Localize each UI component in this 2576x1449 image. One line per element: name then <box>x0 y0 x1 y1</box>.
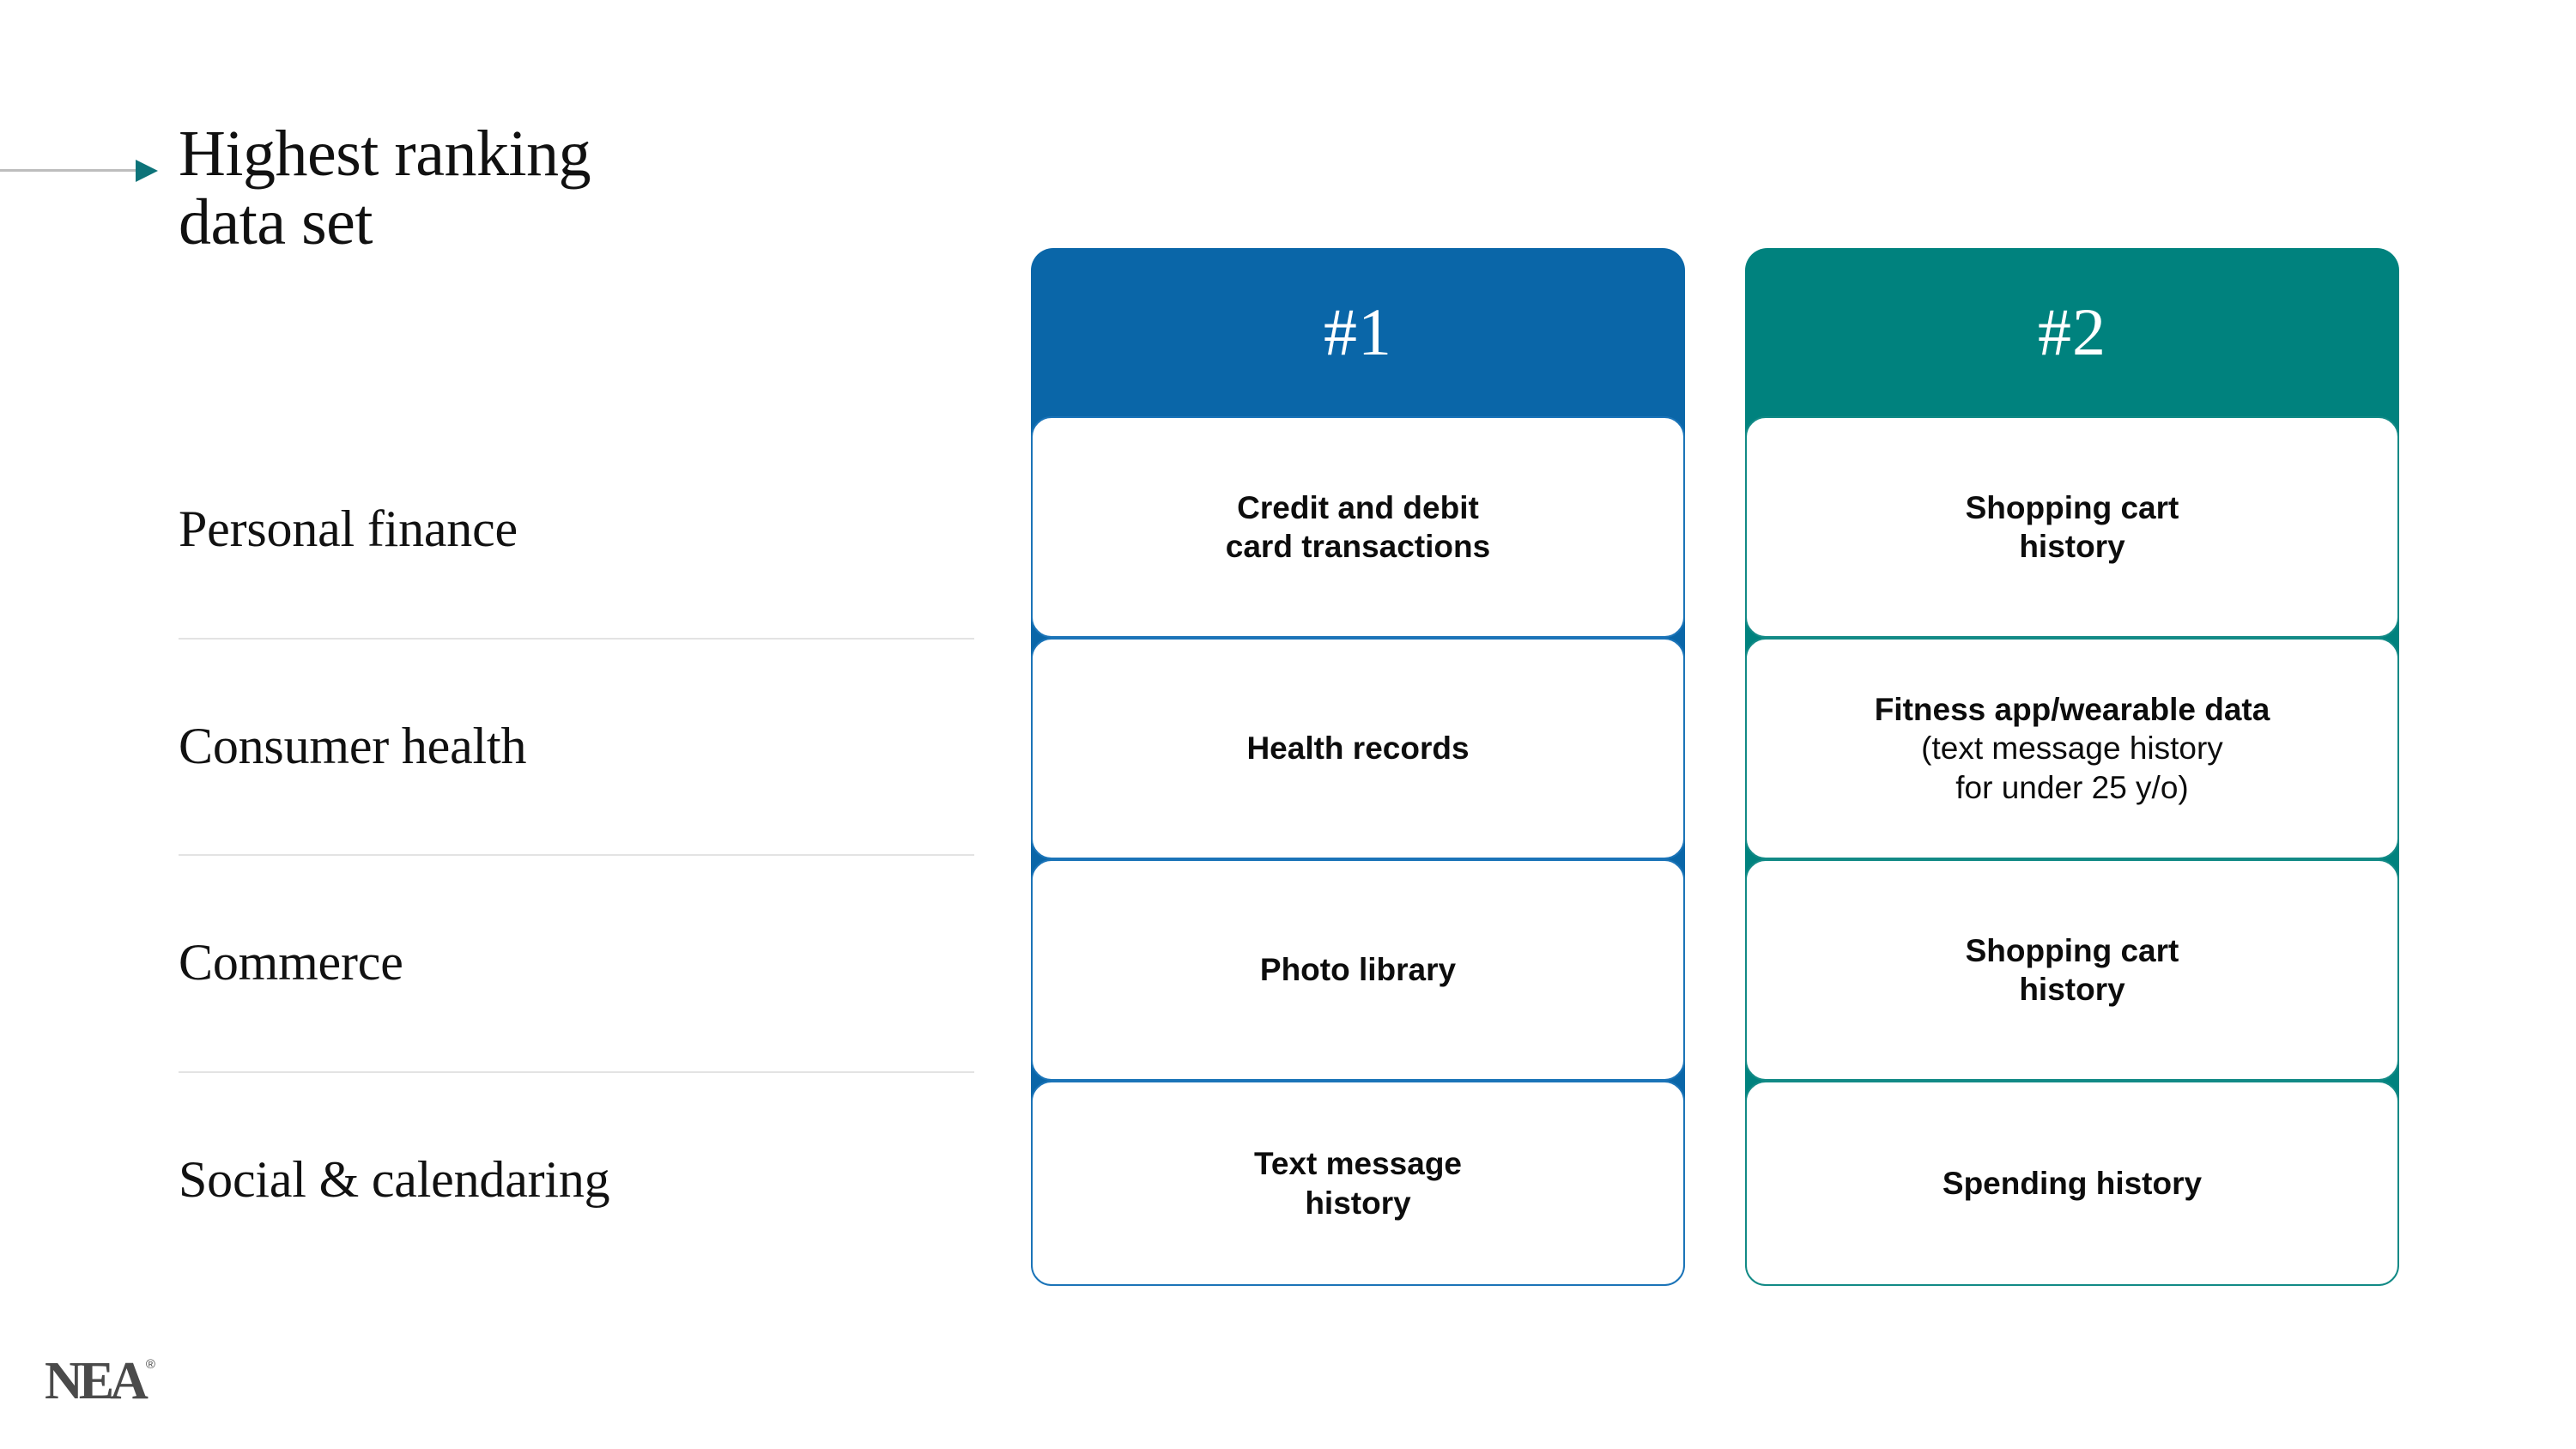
category-row-social-calendaring: Social & calendaring <box>179 1070 977 1288</box>
data-set-title: Credit and debit card transactions <box>1225 489 1491 564</box>
category-list: Personal finance Consumer health Commerc… <box>179 421 977 1288</box>
nea-logo: NEA ® <box>45 1355 155 1408</box>
category-label: Social & calendaring <box>179 1150 610 1208</box>
rank-column-1-header: #1 <box>1031 248 1685 416</box>
category-label: Personal finance <box>179 500 518 558</box>
data-set-card[interactable]: Text message history <box>1031 1081 1685 1286</box>
rank-column-2-header: #2 <box>1745 248 2399 416</box>
data-set-title: Fitness app/wearable data <box>1874 692 2270 728</box>
category-row-consumer-health: Consumer health <box>179 637 977 855</box>
rank-column-1: #1 Credit and debit card transactions He… <box>1031 248 1685 1286</box>
data-set-title: Photo library <box>1259 952 1457 988</box>
nea-logo-wordmark: NEA <box>45 1352 148 1410</box>
data-set-card[interactable]: Fitness app/wearable data (text message … <box>1745 638 2399 859</box>
page-title: Highest ranking data set <box>179 118 591 258</box>
category-row-personal-finance: Personal finance <box>179 421 977 638</box>
data-set-card[interactable]: Shopping cart history <box>1745 859 2399 1081</box>
category-label: Consumer health <box>179 717 527 774</box>
data-set-card[interactable]: Credit and debit card transactions <box>1031 416 1685 638</box>
arrow-line <box>0 169 142 172</box>
data-set-title: Text message history <box>1254 1146 1462 1221</box>
rank-column-1-cards: Credit and debit card transactions Healt… <box>1031 416 1685 1286</box>
data-set-title: Health records <box>1246 731 1470 767</box>
data-set-title: Shopping cart history <box>1965 489 2179 564</box>
title-pointer-arrow <box>0 160 163 182</box>
rank-column-2-cards: Shopping cart history Fitness app/wearab… <box>1745 416 2399 1286</box>
rank-badge: #1 <box>1324 294 1392 369</box>
data-set-title: Spending history <box>1942 1165 2203 1201</box>
data-set-card[interactable]: Health records <box>1031 638 1685 859</box>
category-label: Commerce <box>179 934 403 991</box>
data-set-card[interactable]: Spending history <box>1745 1081 2399 1286</box>
arrow-head-icon <box>136 160 158 182</box>
data-set-card[interactable]: Photo library <box>1031 859 1685 1081</box>
registered-trademark-icon: ® <box>145 1357 155 1372</box>
data-set-subtitle: (text message history for under 25 y/o) <box>1921 731 2223 805</box>
rank-column-2: #2 Shopping cart history Fitness app/wea… <box>1745 248 2399 1286</box>
data-set-title: Shopping cart history <box>1965 932 2179 1007</box>
category-row-commerce: Commerce <box>179 854 977 1071</box>
rank-badge: #2 <box>2038 294 2106 369</box>
data-set-card[interactable]: Shopping cart history <box>1745 416 2399 638</box>
